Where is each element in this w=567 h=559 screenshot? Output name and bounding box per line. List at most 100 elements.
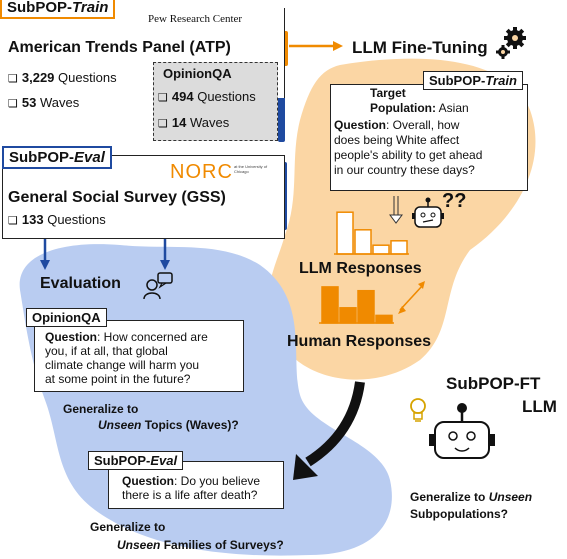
count: 133 bbox=[21, 212, 44, 227]
gss-title: General Social Survey (GSS) bbox=[8, 189, 226, 206]
question-line: Question: Do you believe bbox=[122, 474, 260, 488]
tag-prefix: SubPOP- bbox=[94, 453, 151, 468]
bar bbox=[336, 211, 354, 255]
generalize-subpop-line1: Generalize to Unseen bbox=[410, 490, 532, 504]
small-gear-icon bbox=[496, 45, 510, 59]
text: : How concerned are bbox=[97, 330, 208, 344]
count: 53 bbox=[21, 95, 37, 110]
arrowhead bbox=[389, 214, 403, 224]
opinionqa-tag: OpinionQA bbox=[26, 308, 107, 327]
count: 14 bbox=[171, 115, 187, 130]
feedback-curved-arrow bbox=[305, 381, 365, 467]
gss-questions: ❑133 Questions bbox=[8, 212, 106, 227]
bar bbox=[321, 286, 339, 324]
eval-question1-text: Question: How concerned are you, if at a… bbox=[45, 330, 208, 386]
generalize-surveys-line1: Generalize to bbox=[90, 520, 166, 534]
human-responses-label: Human Responses bbox=[287, 333, 432, 350]
question-line: people's ability to get ahead bbox=[334, 148, 483, 162]
tag-prefix: SubPOP- bbox=[7, 0, 73, 16]
question-line: Question: How concerned are bbox=[45, 330, 208, 344]
arrowhead bbox=[40, 260, 50, 270]
label: Questions bbox=[197, 89, 256, 104]
label: Question bbox=[122, 474, 175, 488]
unseen: Unseen bbox=[117, 538, 161, 552]
gss-subpop-tag: SubPOP-Eval bbox=[2, 146, 112, 169]
checkbox-icon: ❑ bbox=[158, 117, 168, 130]
arrowhead bbox=[333, 41, 343, 51]
finetune-question-text: Question: Overall, how does being White … bbox=[334, 118, 482, 178]
subpop-ft-title-line2: LLM bbox=[522, 397, 557, 416]
count: 494 bbox=[171, 89, 194, 104]
question-line: does being White affect bbox=[334, 133, 460, 147]
bar bbox=[357, 289, 375, 324]
tag-prefix: SubPOP- bbox=[9, 149, 75, 166]
evaluation-title: Evaluation bbox=[40, 275, 121, 292]
label: Questions bbox=[58, 70, 117, 85]
checkbox-icon: ❑ bbox=[8, 214, 18, 227]
gss-card bbox=[2, 155, 285, 239]
text: : Overall, how bbox=[386, 118, 460, 132]
evaluator-chat-icon bbox=[143, 272, 173, 300]
checkbox-icon: ❑ bbox=[158, 91, 168, 104]
finetune-title: LLM Fine-Tuning bbox=[352, 38, 488, 57]
checkbox-icon: ❑ bbox=[8, 72, 18, 85]
question-line: in our country these days? bbox=[334, 163, 475, 177]
human-responses-chart bbox=[319, 286, 394, 324]
bar bbox=[339, 307, 357, 324]
arrowhead bbox=[398, 306, 406, 314]
arrowhead bbox=[160, 260, 170, 270]
arrowhead bbox=[418, 281, 425, 289]
subpop-ft-robot-icon bbox=[429, 403, 495, 459]
llm-responses-label: LLM Responses bbox=[299, 260, 422, 277]
bar bbox=[354, 229, 372, 255]
finetune-subpop-tag: SubPOP-Train bbox=[423, 71, 523, 90]
opinionqa-waves: ❑14 Waves bbox=[158, 115, 229, 130]
label: Waves bbox=[39, 95, 80, 110]
tag-suffix: Train bbox=[72, 0, 109, 16]
eval-subpop-tag: SubPOP-Eval bbox=[88, 451, 184, 470]
label: Question bbox=[45, 330, 98, 344]
confused-robot-icon bbox=[412, 197, 444, 228]
question-line: at some point in the future? bbox=[45, 372, 191, 386]
gear-icon bbox=[504, 27, 526, 49]
generalize-topics-line1: Generalize to bbox=[63, 402, 139, 416]
population-line: Population: Asian bbox=[370, 101, 469, 115]
bar bbox=[372, 244, 390, 255]
bar bbox=[390, 240, 408, 255]
tag-suffix: Eval bbox=[150, 453, 178, 468]
arrowhead bbox=[293, 454, 318, 480]
label: Population: bbox=[370, 101, 436, 115]
label: Questions bbox=[47, 212, 106, 227]
eval-question2-text: Question: Do you believe there is a life… bbox=[122, 474, 260, 502]
opinionqa-subset-title: OpinionQA bbox=[163, 66, 232, 81]
opinionqa-subset-card bbox=[153, 62, 278, 141]
rest: Families of Surveys? bbox=[160, 538, 284, 552]
rest: Topics (Waves)? bbox=[141, 418, 239, 432]
generalize-topics-line2: Unseen Topics (Waves)? bbox=[98, 418, 239, 432]
generalize-subpop-line2: Subpopulations? bbox=[410, 507, 508, 521]
question-line: Question: Overall, how bbox=[334, 118, 482, 133]
finetune-question-card bbox=[330, 84, 528, 191]
unseen: Unseen bbox=[98, 418, 142, 432]
atp-subpop-tag: SubPOP-Train bbox=[0, 0, 116, 19]
tag-prefix: SubPOP- bbox=[429, 73, 486, 88]
generalize-surveys-line2: Unseen Families of Surveys? bbox=[117, 538, 284, 552]
atp-questions: ❑3,229 Questions bbox=[8, 70, 117, 85]
norc-small-label: at the University of Chicago bbox=[234, 164, 268, 174]
question-line: you, if at all, that global bbox=[45, 344, 168, 358]
norc-label: NORC bbox=[170, 161, 233, 183]
count: 3,229 bbox=[21, 70, 55, 85]
target-label: Target bbox=[370, 86, 406, 100]
checkbox-icon: ❑ bbox=[8, 97, 18, 110]
subpop-ft-title-line1: SubPOP-FT bbox=[446, 374, 541, 393]
tag-suffix: Eval bbox=[74, 149, 105, 166]
tag-suffix: Train bbox=[485, 73, 517, 88]
llm-responses-chart bbox=[334, 211, 409, 255]
lightbulb-icon bbox=[410, 398, 426, 422]
opinionqa-questions: ❑494 Questions bbox=[158, 89, 256, 104]
value: Asian bbox=[438, 101, 469, 115]
label: Waves bbox=[189, 115, 230, 130]
atp-title: American Trends Panel (ATP) bbox=[8, 39, 231, 56]
atp-waves: ❑53 Waves bbox=[8, 95, 79, 110]
compare-arrow bbox=[399, 284, 424, 311]
